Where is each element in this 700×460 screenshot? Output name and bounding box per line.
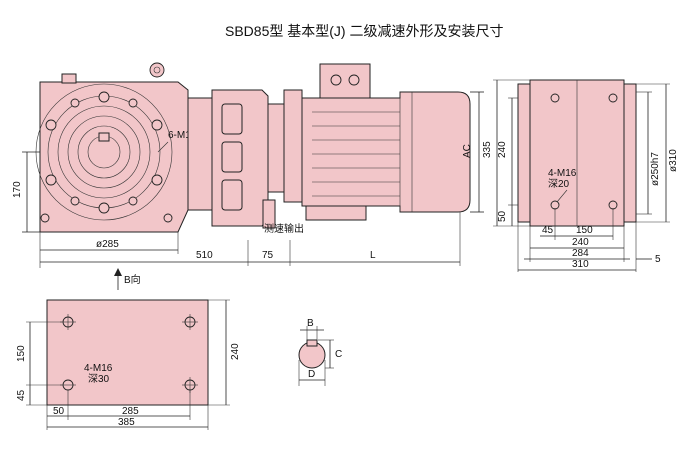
height-335-dimension: 335 [482,141,493,158]
dia-310-dimension: ø310 [668,149,679,172]
side-view: 4-M16 深20 335 240 50 ø250h7 ø310 45 1 [482,79,679,272]
b-view: 4-M16 深30 150 45 240 50 285 385 [16,299,241,430]
motor-flange [283,89,303,203]
motor-body [301,91,471,213]
vent-plug [61,73,77,84]
dia-250-dimension: ø250h7 [650,152,661,186]
b-direction-label: B向 [124,273,141,286]
height-240-dimension: 240 [497,141,508,158]
dia-285-dimension: ø285 [96,239,119,250]
base-150-dimension: 150 [16,345,27,362]
bolt-pattern-label: 6-M12 [168,130,197,141]
length-75-dimension: 75 [262,250,274,261]
base-thread-label: 4-M16 [84,363,113,374]
height-170-dimension: 170 [12,181,23,198]
base-285-dimension: 285 [122,406,139,417]
base-50-dimension: 50 [53,406,65,417]
length-l-dimension: L [370,250,376,261]
side-5-dimension: 5 [655,254,661,265]
height-50-dimension: 50 [497,210,508,222]
base-240-dimension: 240 [230,343,241,360]
speed-output-label: 测速输出 [264,222,304,235]
base-depth-label: 深30 [88,373,110,385]
coupling-flange [267,103,285,193]
ac-dimension: AC [462,144,473,158]
side-depth-label: 深20 [548,178,570,190]
side-240-dimension: 240 [572,237,589,248]
side-mount-hole [550,200,560,210]
terminal-box [319,63,371,99]
side-284-dimension: 284 [572,248,589,259]
reducer-housing [39,81,189,233]
base-385-dimension: 385 [118,417,135,428]
base-plate [46,299,209,406]
front-view: 6-M12 测速输出 AC [12,62,484,290]
shaft-dia-label: D [308,369,315,380]
length-510-dimension: 510 [196,250,213,261]
stage-housing-1 [187,97,213,211]
key-height-label: C [335,349,342,360]
side-150-dimension: 150 [576,225,593,236]
side-310-dimension: 310 [572,259,589,270]
flange-bolt-holes [40,91,173,223]
key-width-label: B [307,318,314,329]
side-thread-label: 4-M16 [548,168,577,179]
speed-output-stub [262,199,276,229]
base-45-dimension: 45 [16,389,27,401]
lifting-eye [149,62,165,78]
shaft-keyway [98,132,110,142]
shaft-key-detail: B C D [298,318,342,386]
drawing-title: SBD85型 基本型(J) 二级减速外形及安装尺寸 [225,23,503,39]
key-section [306,339,318,347]
motor-foot [305,205,367,221]
side-45-dimension: 45 [542,225,554,236]
